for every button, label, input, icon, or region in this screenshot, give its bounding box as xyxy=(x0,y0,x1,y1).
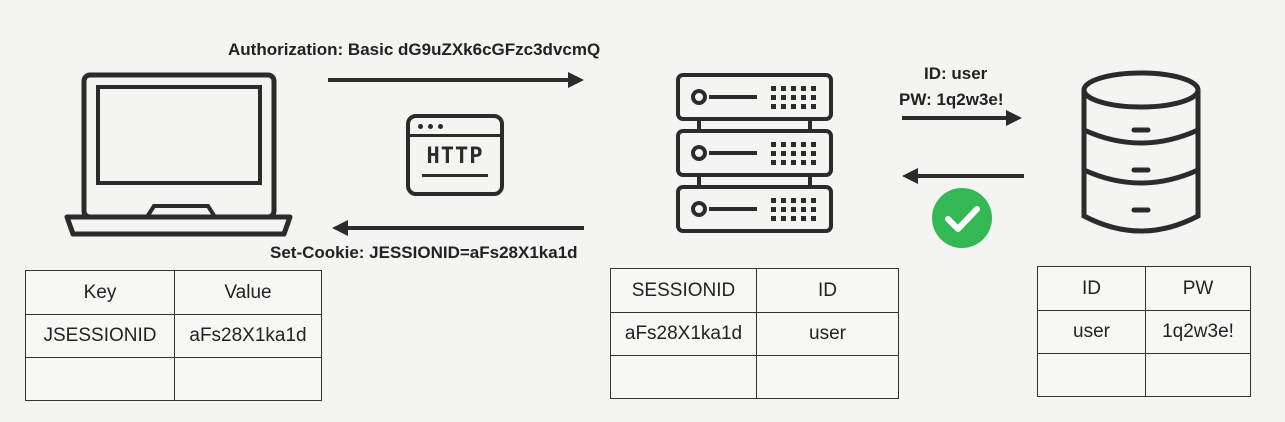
table-cell: 1q2w3e! xyxy=(1145,310,1251,354)
database-icon xyxy=(1081,70,1201,234)
table-cell: aFs28X1ka1d xyxy=(610,312,757,356)
table-cell: aFs28X1ka1d xyxy=(174,314,322,358)
table-header: ID xyxy=(1037,266,1146,311)
table-cell: user xyxy=(756,312,899,356)
table-row: aFs28X1ka1d user xyxy=(610,312,899,356)
response-arrow xyxy=(332,220,584,236)
table-row: user 1q2w3e! xyxy=(1037,310,1251,354)
response-header-label: Set-Cookie: JESSIONID=aFs28X1ka1d xyxy=(270,243,578,262)
table-header: ID xyxy=(756,268,899,313)
table-row xyxy=(610,355,899,399)
table-cell xyxy=(756,355,899,399)
request-arrow xyxy=(328,72,584,88)
table-header: Key xyxy=(25,270,175,315)
table-cell xyxy=(174,357,322,401)
client-cookie-table: Key Value JSESSIONID aFs28X1ka1d xyxy=(25,270,322,401)
credentials-arrow xyxy=(902,110,1022,126)
table-header: Value xyxy=(174,270,322,315)
table-row xyxy=(25,357,322,401)
table-row: JSESSIONID aFs28X1ka1d xyxy=(25,314,322,358)
http-window-icon: HTTP xyxy=(406,114,504,196)
server-rack-icon xyxy=(676,73,833,233)
table-row xyxy=(1037,353,1251,397)
credentials-id-label: ID: user xyxy=(924,64,988,83)
table-header: PW xyxy=(1145,266,1251,311)
table-cell xyxy=(1037,353,1146,397)
db-user-table: ID PW user 1q2w3e! xyxy=(1037,266,1251,397)
checkmark-icon xyxy=(932,188,992,248)
table-header: SESSIONID xyxy=(610,268,757,313)
credentials-pw-label: PW: 1q2w3e! xyxy=(899,90,1004,109)
table-cell xyxy=(25,357,175,401)
request-header-label: Authorization: Basic dG9uZXk6cGFzc3dvcmQ xyxy=(228,40,601,59)
table-cell: JSESSIONID xyxy=(25,314,175,358)
server-session-table: SESSIONID ID aFs28X1ka1d user xyxy=(610,268,899,399)
laptop-icon xyxy=(64,72,293,237)
http-badge-text: HTTP xyxy=(426,144,484,169)
table-cell xyxy=(610,355,757,399)
verify-arrow xyxy=(902,168,1024,184)
table-cell xyxy=(1145,353,1251,397)
table-cell: user xyxy=(1037,310,1146,354)
